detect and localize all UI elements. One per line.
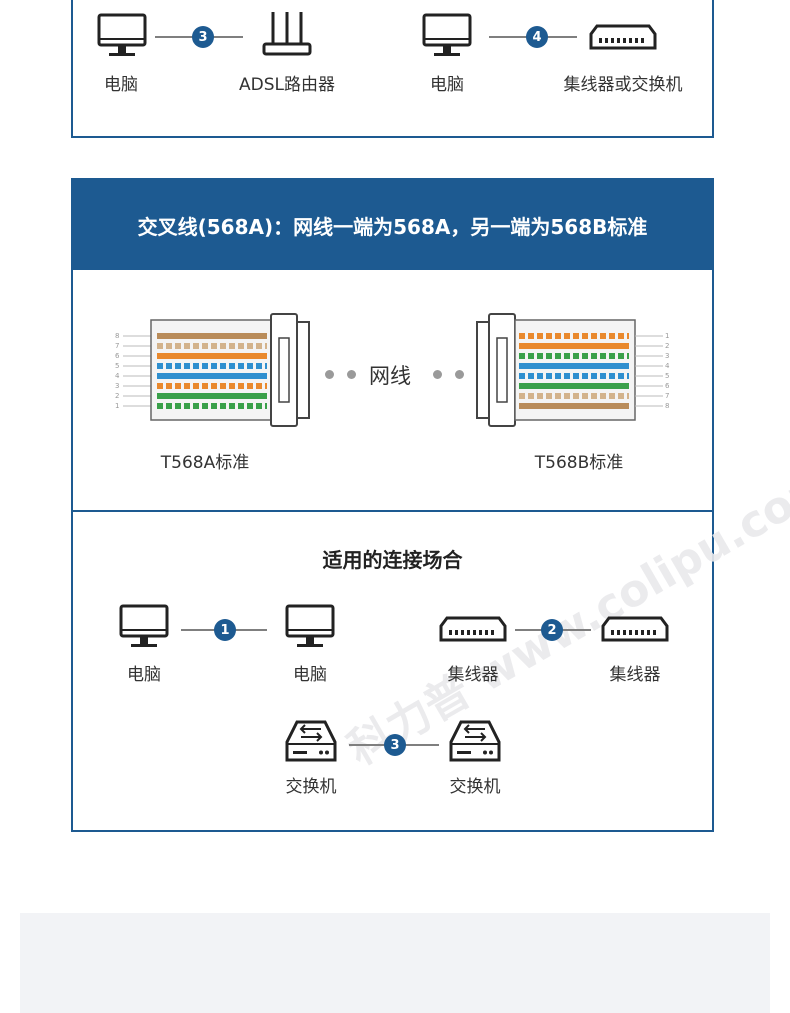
switch-icon [589,24,657,50]
device-label: 电脑 [430,75,464,95]
svg-text:6: 6 [115,352,120,360]
computer-icon [285,604,335,647]
router-icon [262,12,312,56]
top-scenarios-panel: 3 电脑 ADSL路由器 4 电脑 集线器或交换机 [71,0,714,138]
svg-text:5: 5 [665,372,669,380]
rj45-connector-t568b: 1 2 3 4 5 6 7 8 [476,313,670,427]
step-badge: 1 [214,619,236,641]
rj45-connector-t568a: 8 7 6 5 4 3 2 1 [115,313,310,427]
svg-text:2: 2 [115,392,119,400]
svg-text:5: 5 [115,362,119,370]
svg-text:8: 8 [115,332,119,340]
switch-icon [285,720,337,762]
svg-text:6: 6 [665,382,670,390]
step-badge: 2 [541,619,563,641]
svg-text:8: 8 [665,402,669,410]
device-label: 电脑 [127,665,161,685]
hub-icon [439,616,507,642]
device-label: 集线器 [609,665,661,685]
t568a-label: T568A标准 [160,453,250,473]
watermark: 科力普 www.colipu.com [339,455,790,776]
device-label: 电脑 [293,665,327,685]
svg-text:1: 1 [115,402,119,410]
switch-icon [449,720,501,762]
svg-text:7: 7 [665,392,669,400]
computer-icon [97,13,147,56]
svg-text:4: 4 [115,372,120,380]
svg-text:3: 3 [665,352,669,360]
hub-icon [601,616,669,642]
step-badge: 3 [192,26,214,48]
computer-icon [119,604,169,647]
svg-text:4: 4 [665,362,670,370]
bottom-placeholder-box [20,913,770,1013]
section-title: 适用的连接场合 [322,548,463,572]
device-label: 集线器 [447,665,499,685]
computer-icon [422,13,472,56]
device-label: 电脑 [104,75,138,95]
svg-text:1: 1 [665,332,669,340]
step-badge: 4 [526,26,548,48]
device-label: 交换机 [449,777,501,797]
crossover-title: 交叉线(568A)：网线一端为568A，另一端为568B标准 [73,180,712,270]
cable-label: 网线 [369,364,411,388]
device-label: 交换机 [285,777,337,797]
device-label: ADSL路由器 [239,75,335,95]
step-badge: 3 [384,734,406,756]
svg-text:3: 3 [115,382,119,390]
device-label: 集线器或交换机 [563,75,683,95]
crossover-panel: 交叉线(568A)：网线一端为568A，另一端为568B标准 科力普 www.c… [71,178,790,832]
t568b-label: T568B标准 [534,453,624,473]
svg-text:7: 7 [115,342,119,350]
svg-text:2: 2 [665,342,669,350]
